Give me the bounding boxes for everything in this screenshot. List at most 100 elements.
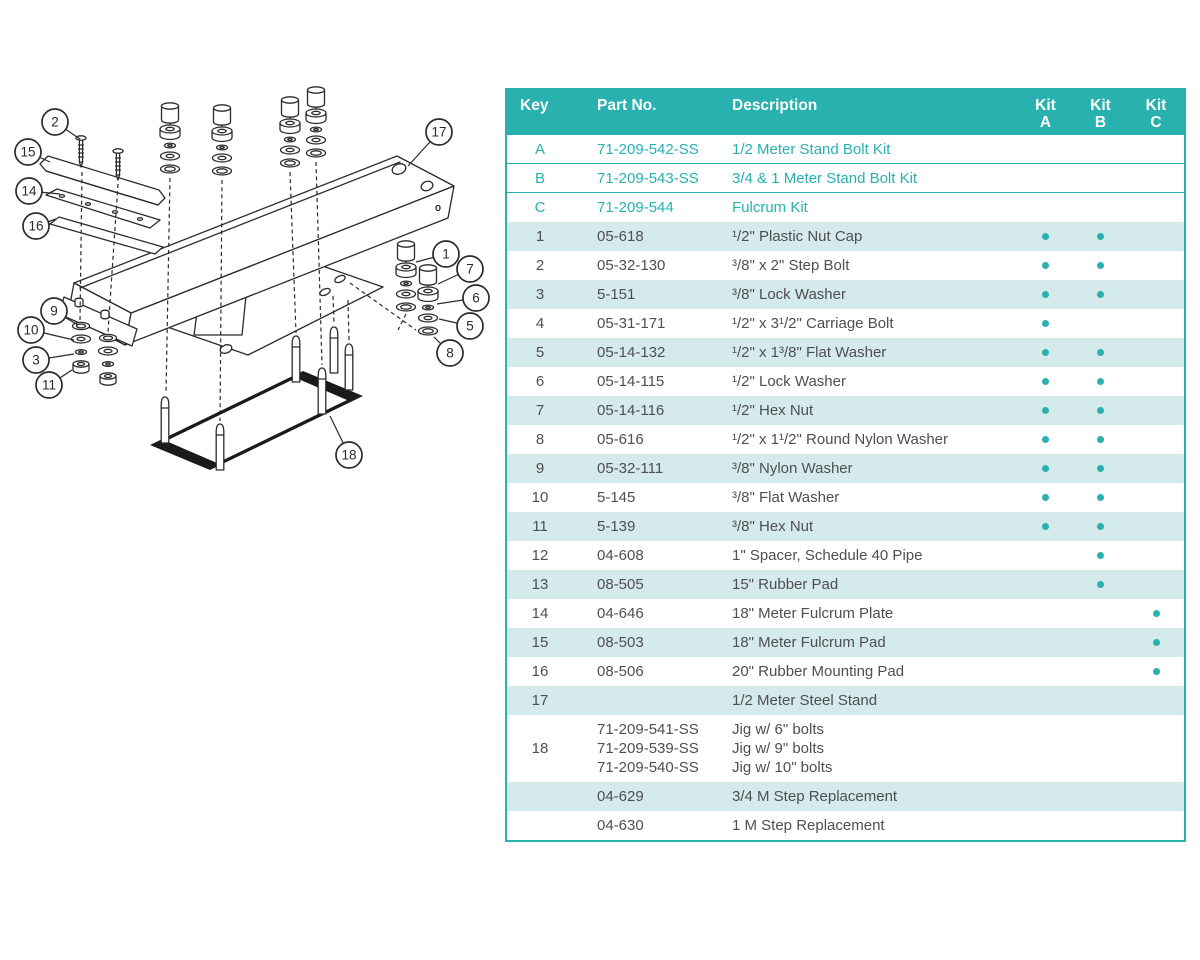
kit-dot — [1042, 465, 1049, 472]
kit-dot — [1097, 436, 1104, 443]
kit-dot — [1152, 610, 1160, 617]
kit-dot — [1042, 407, 1049, 414]
callout-circle-6 — [462, 284, 490, 312]
callout-14: 14 — [15, 177, 61, 205]
kit-a-cell — [1018, 465, 1073, 472]
kit-dot — [1042, 233, 1049, 240]
kit-dot — [1097, 407, 1104, 414]
row-key: 4 — [535, 315, 545, 332]
callout-circle-1 — [432, 240, 460, 268]
callout-circle-15 — [14, 138, 42, 166]
row-description: 1" Spacer, Schedule 40 Pipe — [732, 547, 923, 564]
kit-c-cell — [1128, 639, 1184, 646]
kit-dot — [1042, 320, 1049, 327]
kit-b-cell — [1073, 262, 1128, 269]
kit-part-no: 71-209-543-SS — [597, 169, 699, 187]
callout-circle-5 — [456, 312, 484, 340]
callout-circle-16 — [22, 212, 50, 240]
kit-part-no: 71-209-544 — [597, 199, 674, 216]
kit-b-cell — [1073, 349, 1128, 356]
kit-dot — [1152, 639, 1160, 646]
callout-10: 10 — [17, 316, 75, 344]
header-part: Part No. — [597, 97, 657, 114]
row-key: 2 — [535, 257, 545, 274]
row-part-no: 05-32-111 — [597, 460, 664, 477]
kit-dot — [1042, 494, 1049, 501]
row-description: ¹/2" Lock Washer — [732, 373, 846, 390]
row-part-no: 08-506 — [597, 663, 644, 680]
row-key: 10 — [531, 489, 549, 506]
row-key: 14 — [531, 605, 549, 622]
row-description: Jig w/ 6" bolts Jig w/ 9" bolts Jig w/ 1… — [732, 721, 833, 776]
row-key: 7 — [535, 402, 545, 419]
row-description: 18" Meter Fulcrum Pad — [732, 634, 886, 651]
callout-circle-8 — [436, 339, 464, 367]
row-part-no: 5-139 — [597, 518, 636, 535]
header-kit-c: Kit C — [1145, 97, 1167, 131]
row-description: ³/8" Flat Washer — [732, 489, 840, 506]
kit-dot — [1097, 291, 1104, 298]
row-description: 15" Rubber Pad — [732, 576, 839, 593]
assembly-dashed-lines — [79, 161, 417, 422]
fastener-stack — [211, 104, 233, 176]
callout-circle-9 — [40, 297, 68, 325]
callout-17: 17 — [407, 118, 453, 167]
table-header: Key Part No. Description Kit A Kit B Kit… — [507, 88, 1184, 135]
fastener-stack — [279, 96, 301, 168]
kit-b-cell — [1073, 552, 1128, 559]
kit-a-cell — [1018, 291, 1073, 298]
callout-circle-11 — [35, 371, 63, 399]
kit-dot — [1097, 262, 1104, 269]
row-key: 9 — [535, 460, 545, 477]
callout-9: 9 — [40, 297, 79, 326]
row-part-no: 04-608 — [597, 547, 644, 564]
row-key: 18 — [531, 740, 549, 757]
kit-key: C — [534, 199, 546, 216]
row-key: 16 — [531, 663, 549, 680]
callout-5: 5 — [438, 312, 484, 340]
kit-a-cell — [1018, 436, 1073, 443]
callout-circle-3 — [22, 346, 50, 374]
callout-16: 16 — [22, 212, 57, 240]
kit-c-cell — [1128, 610, 1184, 617]
step-bolt — [112, 148, 124, 181]
row-key: 8 — [535, 431, 545, 448]
row-description: ¹/2" x 1³/8" Flat Washer — [732, 344, 887, 361]
fulcrum-pads — [39, 155, 166, 255]
header-description: Description — [732, 97, 818, 114]
kit-b-cell — [1073, 436, 1128, 443]
jig-bolt — [291, 335, 301, 383]
kit-a-cell — [1018, 407, 1073, 414]
kit-a-cell — [1018, 523, 1073, 530]
row-key: 17 — [531, 692, 549, 709]
kit-b-cell — [1073, 523, 1128, 530]
callout-2: 2 — [41, 108, 81, 140]
kit-key: A — [534, 140, 545, 158]
callout-label-8: 8 — [446, 346, 454, 361]
callout-18: 18 — [329, 415, 363, 469]
callout-15: 15 — [14, 138, 51, 166]
row-part-no: 05-14-116 — [597, 402, 665, 419]
callout-1: 1 — [415, 240, 460, 268]
callout-circle-2 — [41, 108, 69, 136]
kit-dot — [1097, 465, 1104, 472]
kit-b-cell — [1073, 407, 1128, 414]
row-part-no: 08-505 — [597, 576, 644, 593]
row-key: 12 — [531, 547, 549, 564]
kit-part-no: 71-209-542-SS — [597, 140, 699, 158]
callout-label-10: 10 — [23, 323, 38, 338]
